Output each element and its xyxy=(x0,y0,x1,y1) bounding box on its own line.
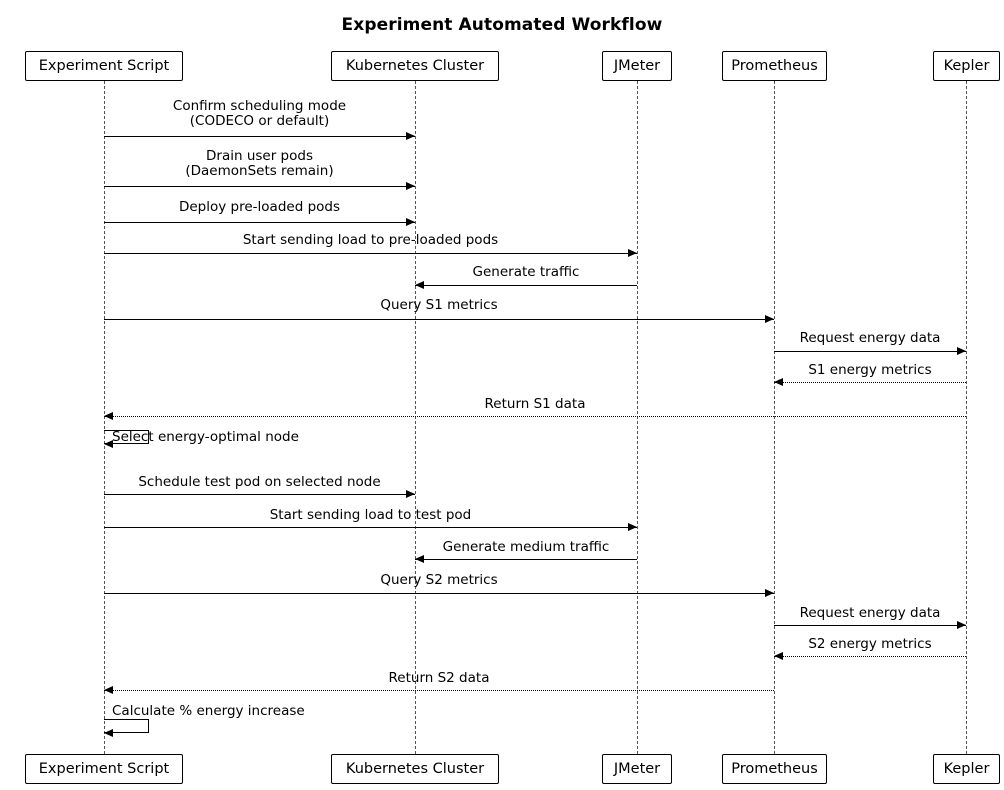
message-m2-arrowhead xyxy=(406,181,415,190)
message-m8-label: S1 energy metrics xyxy=(808,362,932,378)
message-m8-line xyxy=(774,382,966,383)
message-m11-arrowhead xyxy=(406,489,415,498)
message-m12-arrowhead xyxy=(628,522,637,531)
message-m17-line xyxy=(104,690,774,691)
message-m3-label: Deploy pre-loaded pods xyxy=(178,199,340,215)
message-m18-self-loop xyxy=(104,719,149,733)
message-m15-label: Request energy data xyxy=(799,605,941,621)
message-m8-arrowhead xyxy=(774,377,783,386)
message-m14-line xyxy=(104,593,774,594)
message-m13-label: Generate medium traffic xyxy=(442,539,610,555)
message-m15-line xyxy=(774,625,966,626)
message-m5-line xyxy=(415,285,637,286)
message-m14-arrowhead xyxy=(765,588,774,597)
participant-kubernetes-bottom[interactable]: Kubernetes Cluster xyxy=(331,754,499,784)
message-m9-arrowhead xyxy=(104,411,113,420)
message-m9-line xyxy=(104,416,966,417)
message-m2-line xyxy=(104,186,415,187)
message-m10-arrowhead xyxy=(104,439,113,448)
message-m17-label: Return S2 data xyxy=(388,670,490,686)
message-m7-arrowhead xyxy=(957,346,966,355)
page-title: Experiment Automated Workflow xyxy=(341,15,663,35)
message-m3-arrowhead xyxy=(406,217,415,226)
message-m5-label: Generate traffic xyxy=(472,264,580,280)
message-m6-line xyxy=(104,319,774,320)
message-m5-arrowhead xyxy=(415,280,424,289)
message-m1-label: Confirm scheduling mode (CODECO or defau… xyxy=(172,98,347,129)
lifeline-kubernetes xyxy=(415,81,416,754)
message-m11-label: Schedule test pod on selected node xyxy=(138,474,381,490)
message-m9-label: Return S1 data xyxy=(484,396,586,412)
message-m4-line xyxy=(104,253,637,254)
message-m7-label: Request energy data xyxy=(799,330,941,346)
message-m13-line xyxy=(415,559,637,560)
message-m16-label: S2 energy metrics xyxy=(808,636,932,652)
participant-script-top[interactable]: Experiment Script xyxy=(25,51,183,81)
participant-kepler-bottom[interactable]: Kepler xyxy=(933,754,1000,784)
message-m17-arrowhead xyxy=(104,685,113,694)
message-m16-arrowhead xyxy=(774,651,783,660)
message-m18-arrowhead xyxy=(104,728,113,737)
message-m12-label: Start sending load to test pod xyxy=(269,507,472,523)
message-m4-label: Start sending load to pre-loaded pods xyxy=(242,232,499,248)
message-m1-arrowhead xyxy=(406,131,415,140)
message-m3-line xyxy=(104,222,415,223)
message-m18-label: Calculate % energy increase xyxy=(112,703,305,719)
lifeline-kepler xyxy=(966,81,967,754)
message-m14-label: Query S2 metrics xyxy=(380,572,498,588)
message-m1-line xyxy=(104,136,415,137)
lifeline-prometheus xyxy=(774,81,775,754)
message-m10-self-loop xyxy=(104,430,149,444)
message-m15-arrowhead xyxy=(957,620,966,629)
message-m2-label: Drain user pods (DaemonSets remain) xyxy=(185,148,334,179)
participant-prometheus-bottom[interactable]: Prometheus xyxy=(722,754,827,784)
lifeline-jmeter xyxy=(637,81,638,754)
message-m4-arrowhead xyxy=(628,248,637,257)
participant-jmeter-top[interactable]: JMeter xyxy=(602,51,672,81)
participant-jmeter-bottom[interactable]: JMeter xyxy=(602,754,672,784)
message-m16-line xyxy=(774,656,966,657)
message-m12-line xyxy=(104,527,637,528)
participant-kepler-top[interactable]: Kepler xyxy=(933,51,1000,81)
participant-prometheus-top[interactable]: Prometheus xyxy=(722,51,827,81)
participant-kubernetes-top[interactable]: Kubernetes Cluster xyxy=(331,51,499,81)
message-m7-line xyxy=(774,351,966,352)
message-m6-arrowhead xyxy=(765,314,774,323)
message-m10-label: Select energy-optimal node xyxy=(112,429,299,445)
message-m6-label: Query S1 metrics xyxy=(380,297,498,313)
message-m11-line xyxy=(104,494,415,495)
message-m13-arrowhead xyxy=(415,554,424,563)
participant-script-bottom[interactable]: Experiment Script xyxy=(25,754,183,784)
